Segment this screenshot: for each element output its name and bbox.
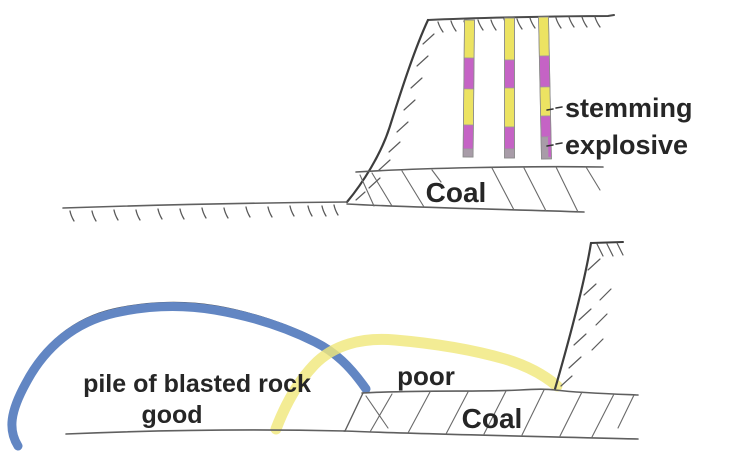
hole-outline xyxy=(462,19,475,158)
face-hatching-bottom xyxy=(560,258,612,387)
hole-outline xyxy=(538,16,552,160)
bench-slope xyxy=(345,18,430,204)
stemming-label: stemming xyxy=(565,93,693,123)
coal-hatching-top xyxy=(359,166,601,213)
coal-label-top: Coal xyxy=(426,177,487,208)
bench-face-bottom xyxy=(553,241,593,391)
good-pile-arc xyxy=(7,302,371,451)
ground-line-top xyxy=(62,201,348,209)
ground-hatching-top xyxy=(69,204,339,222)
stemming-segment xyxy=(463,19,475,59)
label-connectors xyxy=(546,106,563,147)
poor-label: poor xyxy=(397,361,455,391)
explosive-segment xyxy=(540,115,552,138)
stemming-segment xyxy=(504,17,515,61)
coal-hatching-bottom xyxy=(365,389,635,438)
coal-seam-left-edge xyxy=(344,392,364,432)
good-label: good xyxy=(141,401,202,429)
ground-line-bottom xyxy=(65,429,346,435)
coal-seam-bottom-line xyxy=(346,203,585,213)
coal-seam-top-line xyxy=(361,388,639,396)
coal-seam-bottom: Coal xyxy=(343,388,639,440)
explosive-segment xyxy=(538,55,551,88)
hole-bottom-segment xyxy=(462,148,474,158)
explosive-label: explosive xyxy=(565,130,688,160)
bench-top-edge xyxy=(427,14,615,21)
drill-hole-1 xyxy=(462,19,475,158)
hole-bottom-segment xyxy=(504,148,515,159)
coal-label-bottom: Coal xyxy=(462,403,523,434)
hole-bottom-explosive-edge xyxy=(548,136,552,157)
explosive-segment xyxy=(462,124,474,150)
drill-hole-2 xyxy=(504,17,515,159)
bench-slope-hatching xyxy=(355,33,435,201)
explosive-segment xyxy=(504,59,515,89)
explosive-segment xyxy=(463,57,475,90)
coal-seam-bottom-line xyxy=(343,430,639,440)
bench-crest-bottom xyxy=(590,241,624,244)
stemming-connector xyxy=(546,106,563,111)
bottom-diagram: Coal pile of blasted rock good poor xyxy=(7,241,639,451)
coal-seam-top: Coal xyxy=(346,165,604,213)
pile-caption: pile of blasted rock xyxy=(83,370,311,398)
coal-seam-top-line xyxy=(355,165,604,173)
crest-hatching-bottom xyxy=(596,242,624,257)
stemming-segment xyxy=(538,16,550,57)
stemming-segment xyxy=(463,88,475,126)
drill-hole-3 xyxy=(538,16,552,160)
hole-outline xyxy=(504,17,515,159)
top-diagram: Coal xyxy=(62,14,693,222)
poor-pile-arc xyxy=(270,333,563,435)
explosive-segment xyxy=(504,126,515,150)
stemming-segment xyxy=(504,87,515,128)
stemming-segment xyxy=(539,86,551,117)
explosive-connector xyxy=(546,142,563,147)
